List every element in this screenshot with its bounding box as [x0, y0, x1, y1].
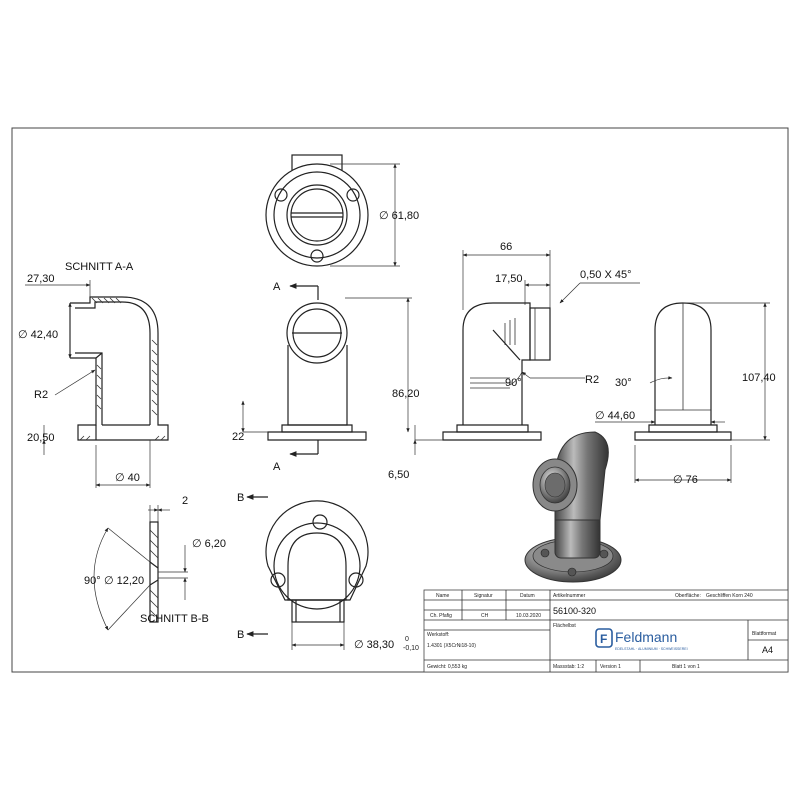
tb-scale: Massstab: 1:2	[553, 664, 584, 670]
sheet-border	[11, 127, 789, 673]
dim-44-60: ∅ 44,60	[595, 410, 635, 422]
section-b-top-label: B	[237, 492, 244, 504]
svg-text:F: F	[600, 632, 607, 646]
dim-40: ∅ 40	[115, 472, 140, 484]
tb-format-header: Blattformat	[752, 631, 777, 637]
tb-article-header: Artikelnummer	[553, 593, 586, 599]
tb-format-value: A4	[762, 645, 773, 655]
tb-name-value: Ch. Pfafig	[430, 613, 452, 619]
brand-subtitle: EDELSTAHL · ALUMINIUM · SCHWEISSEREI	[615, 647, 688, 651]
section-a-top-label: A	[273, 281, 281, 293]
dim-27-30: 27,30	[27, 273, 55, 285]
dim-107-40: 107,40	[742, 372, 776, 384]
tb-material-value: 1.4301 (X5CrNi18-10)	[427, 643, 476, 649]
dim-2: 2	[182, 495, 188, 507]
tb-date-value: 10.03.2020	[516, 613, 541, 619]
brand-logo-icon	[595, 628, 613, 648]
dim-38-30: ∅ 38,30	[354, 639, 394, 651]
iso-render	[524, 431, 622, 583]
dim-6-50: 6,50	[388, 469, 409, 481]
tb-title-header: Flächelbst	[553, 623, 576, 629]
tb-date-header: Datum	[520, 593, 535, 599]
tb-article-value: 56100-320	[553, 606, 596, 616]
top-view: ∅ 61,80	[265, 154, 419, 267]
schnitt-aa-label: SCHNITT A-A	[65, 261, 134, 273]
tb-surface-value: Geschliffen Korn 240	[706, 593, 753, 599]
dim-42-40: ∅ 42,40	[18, 329, 58, 341]
section-a-a-view: SCHNITT A-A 27,30 ∅ 42,40 R2 20,50 ∅ 40	[18, 261, 169, 488]
dim-chamfer: 0,50 X 45°	[580, 269, 632, 281]
tb-name-header: Name	[436, 593, 450, 599]
tb-version: Version 1	[600, 664, 621, 670]
dim-6-20: ∅ 6,20	[192, 538, 226, 550]
tol-lower: -0,10	[403, 645, 419, 652]
tb-sheet: Blatt 1 von 1	[672, 664, 700, 670]
tb-sig-value: CH	[481, 613, 489, 619]
tb-surface-header: Oberfläche:	[675, 593, 701, 599]
section-b-bottom-label: B	[237, 629, 244, 641]
dim-86-20: 86,20	[392, 388, 420, 400]
tol-upper: 0	[405, 636, 409, 643]
dim-22: 22	[232, 431, 244, 443]
section-b-b-view: 2 90° ∅ 12,20 ∅ 6,20 SCHNITT B-B	[84, 495, 226, 631]
r2-left-label: R2	[34, 389, 48, 401]
dim-61-80: ∅ 61,80	[379, 210, 419, 222]
tb-weight: Gewicht: 0,553 kg	[427, 664, 467, 670]
dim-17-50: 17,50	[495, 273, 523, 285]
side-view: 66 17,50 0,50 X 45° 6,50 90° R2	[388, 241, 640, 481]
dim-66: 66	[500, 241, 512, 253]
r2-side-label: R2	[585, 374, 599, 386]
section-a-bottom-label: A	[273, 461, 281, 473]
dim-20-50: 20,50	[27, 432, 55, 444]
bottom-view: B B ∅ 38,30 0 -0,10	[237, 492, 419, 652]
dim-76: ∅ 76	[673, 474, 698, 486]
tb-sig-header: Signatur	[474, 593, 493, 599]
tb-material-header: Werkstoff:	[427, 632, 449, 638]
schnitt-bb-label: SCHNITT B-B	[140, 613, 209, 625]
angle-30: 30°	[615, 377, 632, 389]
angle-90-bb: 90°	[84, 575, 101, 587]
brand-name: Feldmann	[615, 629, 677, 645]
rear-view: 107,40 30° ∅ 44,60 ∅ 76	[595, 302, 776, 486]
dim-12-20: ∅ 12,20	[104, 575, 144, 587]
title-block: Name Signatur Datum Artikelnummer Oberfl…	[423, 589, 789, 673]
angle-90-side: 90°	[505, 377, 522, 389]
front-view: A A 86,20 22	[232, 281, 420, 473]
